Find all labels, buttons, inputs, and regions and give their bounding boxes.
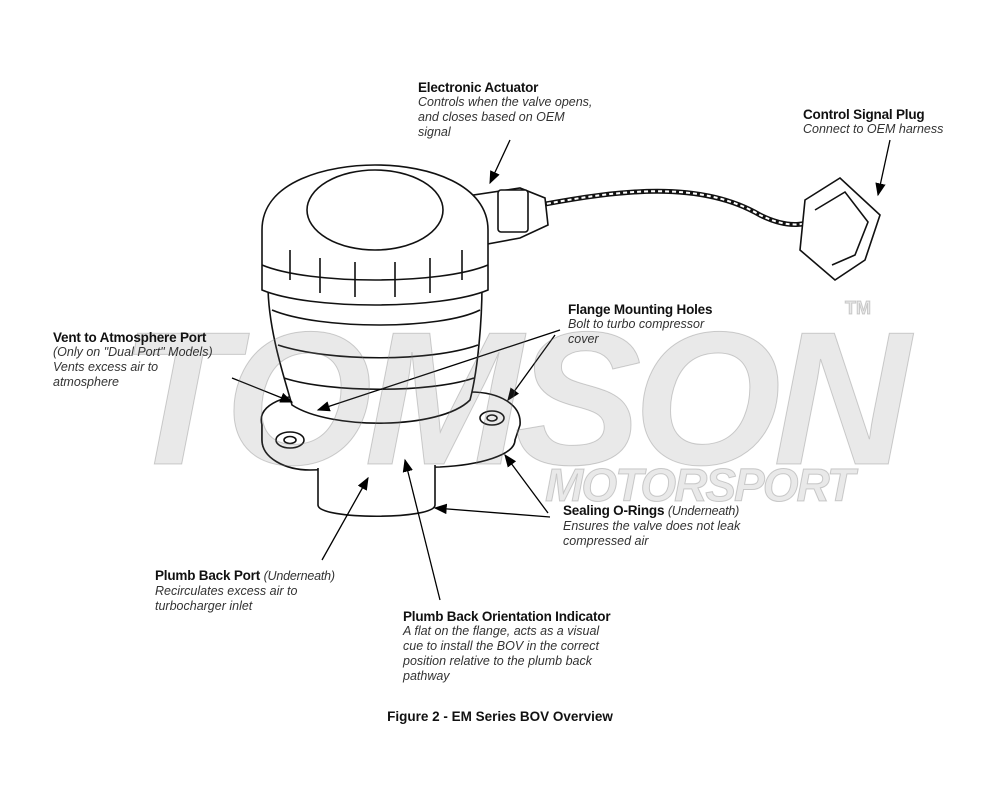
label-desc: (Only on "Dual Port" Models)	[53, 345, 213, 359]
label-desc: Controls when the valve opens,	[418, 95, 593, 109]
label-desc: Recirculates excess air to	[155, 584, 298, 598]
label-title: Vent to Atmosphere Port	[53, 330, 207, 345]
label-desc: turbocharger inlet	[155, 599, 253, 613]
label-desc: Vents excess air to	[53, 360, 159, 374]
label-title: Plumb Back Orientation Indicator	[403, 609, 611, 624]
label-note: (Underneath)	[667, 504, 740, 518]
label-desc: cue to install the BOV in the correct	[403, 639, 599, 653]
label-sealing-o-rings: Sealing O-Rings (Underneath) Ensures the…	[563, 503, 740, 549]
leader-arrows	[231, 139, 891, 601]
label-desc: A flat on the flange, acts as a visual	[403, 624, 600, 638]
label-desc: Bolt to turbo compressor	[568, 317, 705, 331]
label-title: Plumb Back Port	[155, 568, 261, 583]
label-note: (Underneath)	[263, 569, 335, 583]
label-electronic-actuator: Electronic Actuator Controls when the va…	[418, 80, 592, 140]
label-desc: Ensures the valve does not leak	[563, 519, 741, 533]
label-plumb-back-orientation: Plumb Back Orientation Indicator A flat …	[403, 609, 611, 684]
label-desc: atmosphere	[53, 375, 120, 389]
label-desc: pathway	[403, 669, 450, 683]
label-title: Electronic Actuator	[418, 80, 539, 95]
label-vent-to-atmosphere: Vent to Atmosphere Port (Only on "Dual P…	[53, 330, 213, 390]
label-desc: and closes based on OEM	[418, 110, 565, 124]
label-desc: compressed air	[563, 534, 649, 548]
figure-caption: Figure 2 - EM Series BOV Overview	[387, 709, 613, 724]
label-title: Sealing O-Rings	[563, 503, 665, 518]
label-title: Control Signal Plug	[803, 107, 925, 122]
label-control-signal-plug: Control Signal Plug Connect to OEM harne…	[803, 107, 943, 137]
label-desc: Connect to OEM harness	[803, 122, 944, 136]
label-desc: position relative to the plumb back	[403, 654, 592, 668]
label-flange-mounting-holes: Flange Mounting Holes Bolt to turbo comp…	[568, 302, 712, 347]
label-plumb-back-port: Plumb Back Port (Underneath) Recirculate…	[155, 568, 335, 614]
label-desc: cover	[568, 332, 599, 346]
label-title: Flange Mounting Holes	[568, 302, 713, 317]
label-desc: signal	[418, 125, 451, 139]
